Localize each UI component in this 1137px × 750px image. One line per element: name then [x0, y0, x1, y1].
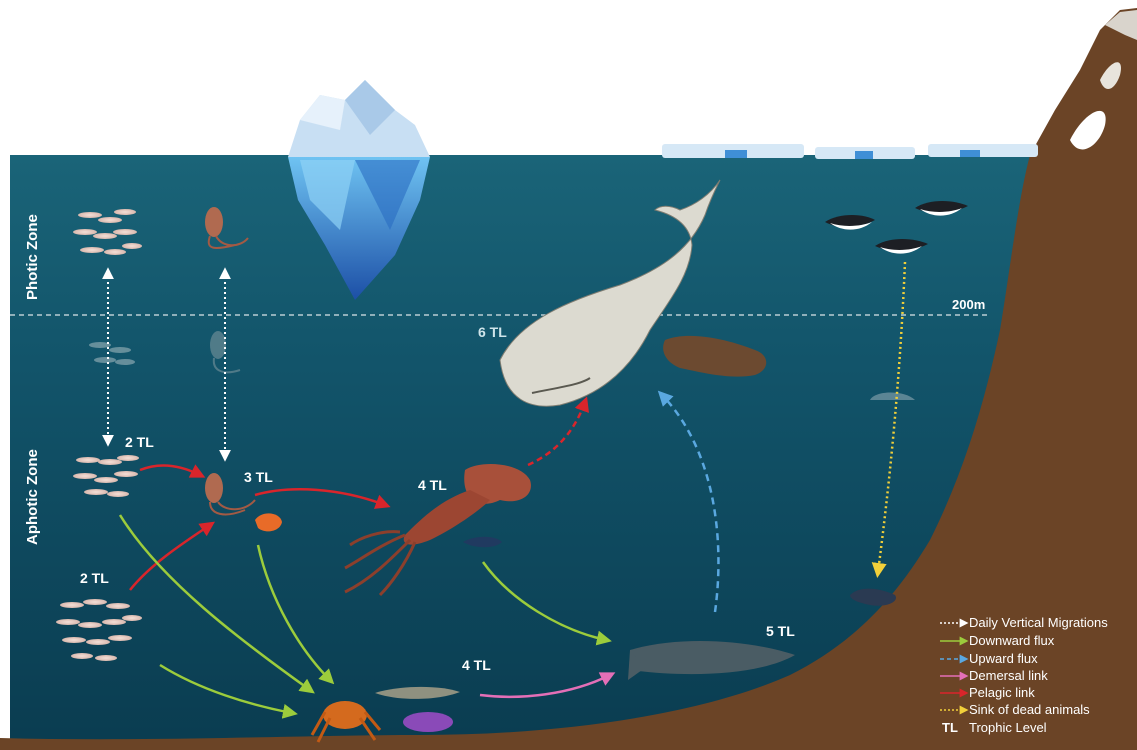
tl-krill-lower: 2 TL: [80, 570, 109, 586]
svg-text:Daily Vertical Migrations: Daily Vertical Migrations: [969, 615, 1108, 630]
tl-small-squid: 3 TL: [244, 469, 273, 485]
svg-text:Trophic Level: Trophic Level: [969, 720, 1047, 735]
svg-text:Sink of dead animals: Sink of dead animals: [969, 702, 1090, 717]
tl-giant-squid: 4 TL: [418, 477, 447, 493]
svg-text:Downward flux: Downward flux: [969, 633, 1055, 648]
svg-text:Upward flux: Upward flux: [969, 651, 1038, 666]
aphotic-zone-label: Aphotic Zone: [24, 449, 41, 545]
photic-zone-label: Photic Zone: [24, 214, 41, 300]
sea-cucumber: [403, 712, 453, 732]
depth-marker-label: 200m: [952, 297, 985, 312]
tl-demersal-fish: 4 TL: [462, 657, 491, 673]
svg-text:Pelagic link: Pelagic link: [969, 685, 1035, 700]
svg-text:Demersal link: Demersal link: [969, 668, 1048, 683]
svg-text:TL: TL: [942, 720, 958, 735]
legend-item-trophic-level: TL Trophic Level: [942, 720, 1047, 735]
tl-krill-upper: 2 TL: [125, 434, 154, 450]
tl-sperm-whale: 6 TL: [478, 324, 507, 340]
sky: [0, 0, 1137, 155]
tl-toothfish: 5 TL: [766, 623, 795, 639]
